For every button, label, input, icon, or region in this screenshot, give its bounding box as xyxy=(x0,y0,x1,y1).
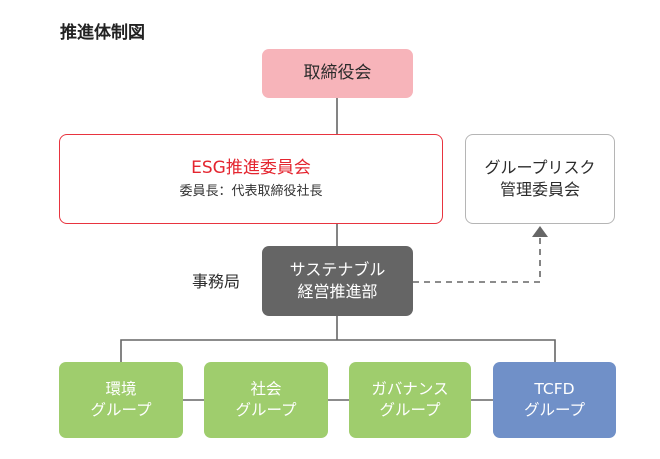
esg-committee-chair: 委員長：代表取締役社長 xyxy=(179,184,323,200)
esg-committee-label: ESG推進委員会 xyxy=(191,158,311,179)
group-line2: グループ xyxy=(235,401,297,419)
node-esg-committee: ESG推進委員会 委員長：代表取締役社長 xyxy=(59,134,443,224)
sustainability-line2: 経営推進部 xyxy=(297,282,378,301)
sustainability-line1: サステナブル xyxy=(289,260,386,280)
node-group-environment: 環境 グループ xyxy=(59,362,183,438)
node-group-social: 社会 グループ xyxy=(204,362,328,438)
node-board: 取締役会 xyxy=(262,49,413,98)
secretariat-label: 事務局 xyxy=(192,272,241,291)
arrow-up-icon xyxy=(532,226,548,237)
group-line1: 環境 xyxy=(105,380,137,399)
group-line2: グループ xyxy=(523,401,586,419)
group-line2: グループ xyxy=(90,401,152,419)
node-group-governance: ガバナンス グループ xyxy=(349,362,471,438)
node-group-risk-committee: グループリスク 管理委員会 xyxy=(465,134,615,224)
node-board-label: 取締役会 xyxy=(303,63,372,84)
group-line1: ガバナンス xyxy=(371,380,449,399)
connector-group-bus xyxy=(120,339,556,362)
group-line2: グループ xyxy=(379,401,441,419)
group-line1: TCFD xyxy=(534,380,575,399)
node-group-tcfd: TCFD グループ xyxy=(493,362,616,438)
diagram-title: 推進体制図 xyxy=(60,23,145,43)
connector-dashed-risk xyxy=(413,236,541,283)
node-sustainability-dept: サステナブル 経営推進部 xyxy=(262,246,413,316)
risk-committee-line2: 管理委員会 xyxy=(499,180,580,199)
group-line1: 社会 xyxy=(250,380,282,399)
risk-committee-line1: グループリスク xyxy=(484,158,596,178)
